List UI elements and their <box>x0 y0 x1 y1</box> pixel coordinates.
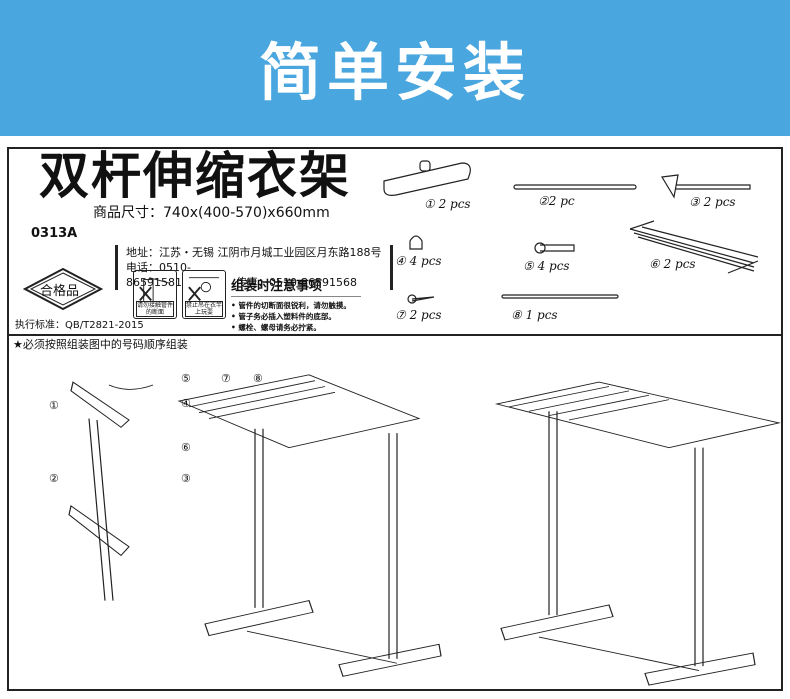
callout: ⑦ <box>221 372 231 385</box>
note-item: • 螺栓、螺母请务必拧紧。 <box>231 323 321 332</box>
callout: ③ <box>181 472 191 485</box>
product-title: 双杆伸缩衣架 <box>39 147 351 205</box>
part-rack-icon <box>629 220 759 274</box>
product-size: 商品尺寸：740x(400-570)x660mm <box>93 205 330 221</box>
assembly-diagrams <box>68 374 781 686</box>
warning-caption: 请勿接触管件的断面 <box>136 301 174 317</box>
part-label: ③ 2 pcs <box>689 195 736 209</box>
step2-drawing <box>177 374 442 677</box>
header-title: 简单安装 <box>258 36 531 109</box>
callout: ⑧ <box>253 372 263 385</box>
no-hanging-icon <box>188 277 220 301</box>
note-item: • 管件的切断面很锐利，请勿触摸。 <box>231 301 351 310</box>
callout: ① <box>49 399 59 412</box>
header-banner: 简单安装 <box>0 0 790 136</box>
part-label: ⑧ 1 pcs <box>511 308 558 322</box>
no-touch-icon <box>139 277 171 305</box>
warning-caption: 禁止吊在衣竿上玩耍 <box>185 301 223 317</box>
part-bracket-icon <box>661 174 751 199</box>
model-code: 0313A <box>31 226 78 241</box>
part-cap-nut-icon <box>409 235 423 250</box>
assembly-instruction: ★必须按照组装图中的号码顺序组装 <box>13 338 188 351</box>
part-label: ⑥ 2 pcs <box>649 257 696 271</box>
part-label: ⑦ 2 pcs <box>395 308 442 322</box>
cert-diamond-icon <box>23 267 103 311</box>
callout: ⑥ <box>181 441 191 454</box>
contact-block: 地址：江苏・无锡 江阴市月城工业园区月东路188号 电话：0510-865915… <box>115 245 393 290</box>
step3-drawing <box>495 381 781 686</box>
callout: ② <box>49 472 59 485</box>
cert-label: 合格品 <box>40 284 80 299</box>
step1-drawing <box>68 381 154 601</box>
warning-no-touch: 请勿接触管件的断面 <box>133 270 177 319</box>
notes-title: 组装时注意事项 <box>231 275 361 297</box>
part-label: ②2 pc <box>538 194 575 208</box>
fax: 传真：0510-86591568 <box>236 276 357 289</box>
assembly-notes: 组装时注意事项 • 管件的切断面很锐利，请勿触摸。 • 管子务必插入塑料件的底部… <box>231 275 361 333</box>
section-divider <box>9 334 781 336</box>
callout: ④ <box>181 397 191 410</box>
note-item: • 管子务必插入塑料件的底部。 <box>231 312 336 321</box>
part-pole-icon <box>513 184 637 190</box>
parts-drawings <box>383 160 759 304</box>
standard: 执行标准：QB/T2821-2015 <box>15 320 144 331</box>
part-label: ① 2 pcs <box>424 197 471 211</box>
part-base-foot-icon <box>383 162 471 196</box>
part-label: ⑤ 4 pcs <box>523 259 570 273</box>
part-bolt-icon <box>540 244 575 252</box>
instruction-sheet: 双杆伸缩衣架 商品尺寸：740x(400-570)x660mm 0313A 地址… <box>7 147 783 691</box>
part-label: ④ 4 pcs <box>395 254 442 268</box>
part-rod-icon <box>501 294 619 299</box>
address: 地址：江苏・无锡 江阴市月城工业园区月东路188号 <box>126 246 382 259</box>
warning-no-hanging: 禁止吊在衣竿上玩耍 <box>182 270 226 319</box>
callout: ⑤ <box>181 372 191 385</box>
